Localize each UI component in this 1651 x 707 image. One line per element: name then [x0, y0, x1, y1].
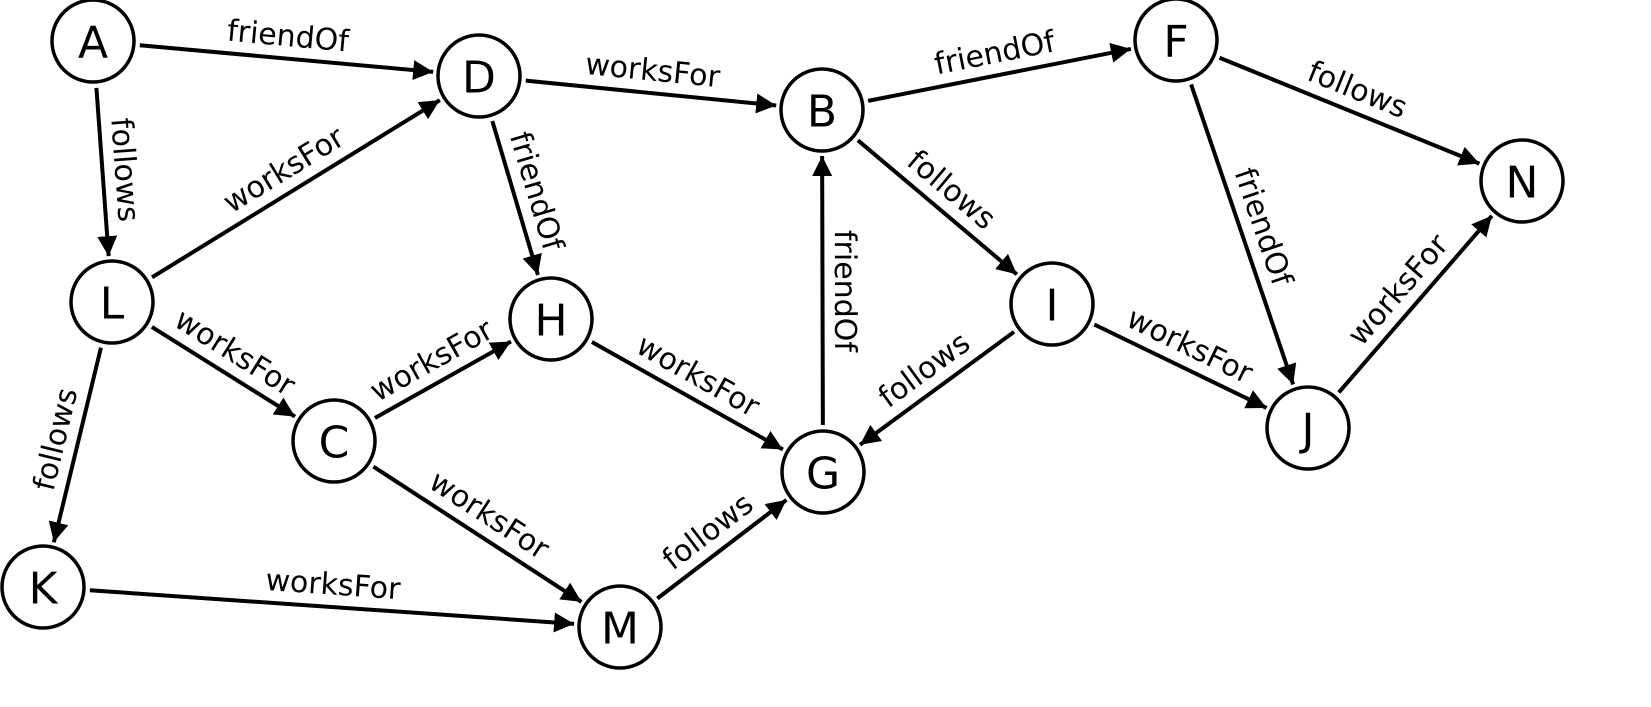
node-circle: [780, 429, 866, 515]
nodes-layer: A D B F N L H I C G J K M: [0, 0, 1565, 670]
edge-f-to-n: follows: [1218, 54, 1481, 166]
edge-label: worksFor: [264, 563, 402, 607]
edge-label: follows: [103, 117, 145, 223]
edge-arrow: [1093, 322, 1268, 410]
edge-a-to-l: follows: [94, 87, 146, 257]
edge-arrow: [139, 43, 434, 80]
node-label: H: [534, 296, 567, 347]
edge-l-to-k: follows: [27, 347, 103, 543]
edge-arrow: [867, 42, 1132, 103]
node-circle: [779, 67, 865, 153]
node-circle: [436, 33, 522, 119]
node-j: J: [1265, 385, 1351, 471]
edge-arrow: [1189, 83, 1297, 386]
edge-label: worksFor: [423, 464, 556, 567]
edge-b-to-f: friendOf: [867, 24, 1132, 103]
node-circle: [291, 398, 377, 484]
node-circle: [577, 584, 663, 670]
edge-label: friendOf: [827, 230, 862, 353]
node-l: L: [69, 259, 155, 345]
edge-arrow: [858, 330, 1016, 447]
node-circle: [1133, 0, 1219, 83]
node-g: G: [780, 429, 866, 515]
edge-arrow: [590, 340, 784, 452]
edge-arrow: [525, 78, 777, 114]
node-label: D: [462, 53, 496, 104]
edge-label: friendOf: [1227, 164, 1300, 292]
node-circle: [508, 276, 594, 362]
node-h: H: [508, 276, 594, 362]
edge-arrow: [150, 325, 297, 419]
edge-arrow: [656, 498, 788, 601]
edges-layer: friendOffollowsworksForfriendOffriendOff…: [27, 14, 1494, 633]
node-f: F: [1133, 0, 1219, 83]
edge-l-to-c: worksFor: [150, 302, 302, 419]
node-circle: [1009, 261, 1095, 347]
node-a: A: [50, 0, 136, 84]
edge-arrow: [89, 588, 575, 633]
edge-label: worksFor: [1341, 227, 1456, 353]
node-label: J: [1299, 405, 1315, 456]
node-d: D: [436, 33, 522, 119]
node-k: K: [0, 544, 86, 630]
node-m: M: [577, 584, 663, 670]
node-label: K: [29, 564, 59, 615]
node-label: G: [806, 449, 840, 500]
edge-label: worksFor: [217, 120, 351, 221]
node-circle: [1479, 138, 1565, 224]
node-b: B: [779, 67, 865, 153]
node-label: F: [1163, 17, 1188, 68]
edge-a-to-d: friendOf: [139, 14, 434, 80]
node-c: C: [291, 398, 377, 484]
node-circle: [69, 259, 155, 345]
edge-arrow: [856, 138, 1019, 276]
node-circle: [1265, 385, 1351, 471]
node-n: N: [1479, 138, 1565, 224]
edge-arrow: [48, 347, 103, 543]
node-circle: [50, 0, 136, 84]
edge-arrow: [372, 464, 583, 604]
edge-j-to-n: worksFor: [1337, 214, 1494, 394]
node-circle: [0, 544, 86, 630]
node-label: M: [601, 604, 639, 655]
edge-c-to-h: worksFor: [364, 312, 512, 420]
node-label: N: [1506, 158, 1539, 209]
edge-label: follows: [27, 385, 86, 494]
node-label: C: [319, 418, 350, 469]
edge-d-to-h: friendOf: [490, 120, 571, 276]
edge-d-to-b: worksFor: [525, 47, 777, 114]
edge-c-to-m: worksFor: [372, 464, 583, 604]
node-label: L: [100, 279, 125, 330]
edge-k-to-m: worksFor: [89, 563, 575, 633]
edge-arrow: [812, 155, 833, 426]
edge-arrow: [490, 120, 542, 276]
edge-l-to-d: worksFor: [150, 98, 441, 280]
edge-m-to-g: follows: [656, 487, 788, 601]
edge-arrow: [373, 339, 512, 420]
edge-h-to-g: worksFor: [590, 328, 784, 452]
edge-i-to-g: follows: [858, 325, 1016, 447]
node-label: A: [78, 18, 108, 69]
edge-g-to-b: friendOf: [812, 155, 862, 426]
node-label: I: [1046, 281, 1059, 332]
node-label: B: [807, 87, 837, 138]
edge-i-to-j: worksFor: [1093, 301, 1268, 410]
edge-label: worksFor: [168, 302, 302, 404]
node-i: I: [1009, 261, 1095, 347]
edge-arrow: [1218, 55, 1481, 166]
edge-b-to-i: follows: [856, 138, 1019, 276]
edge-arrow: [150, 98, 441, 280]
edge-arrow: [94, 87, 118, 257]
edge-arrow: [1337, 214, 1494, 394]
